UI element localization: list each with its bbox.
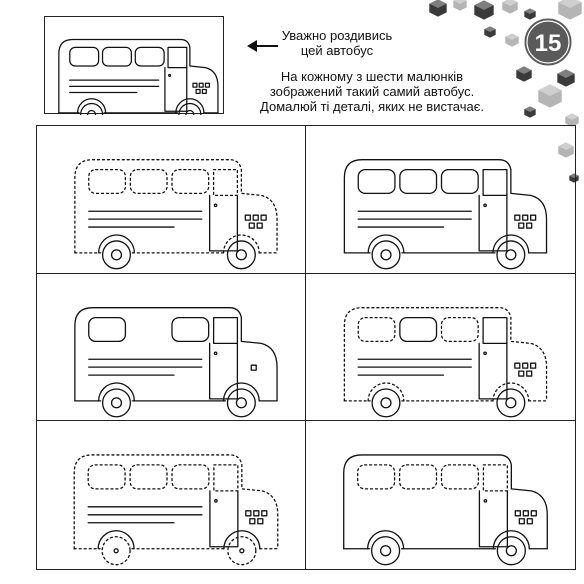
puzzle-grid [36,125,576,570]
puzzle-cell-4 [306,274,575,422]
bus-puzzle-2-icon [343,159,548,270]
task-line-2: зображений такий самий автобус. [269,84,475,99]
hint-line-1: Уважно роздивись [281,28,393,43]
puzzle-cell-3 [37,273,306,422]
task-line-3: Домалюй ті деталі, яких не вистачає. [260,99,484,114]
corner-decoration: 15 [428,0,583,184]
reference-bus-icon [58,38,219,115]
puzzle-cell-1 [37,126,306,274]
bus-puzzle-6-icon [343,454,548,566]
reference-bus-box [44,16,224,115]
hint-line-2: цей автобус [300,43,374,58]
bus-puzzle-5-icon [73,454,279,566]
bus-puzzle-1-icon [74,159,278,270]
arrow-left-icon [247,40,278,52]
puzzle-cell-5 [37,421,306,569]
bus-puzzle-3-icon [74,306,278,418]
hint-text: Уважно роздивись цей автобус [272,28,402,58]
puzzle-cell-6 [306,421,575,569]
page-number-badge [521,15,575,69]
task-instructions: На кожному з шести малюнків зображений т… [236,69,508,114]
task-line-1: На кожному з шести малюнків [280,69,464,84]
page-number: 15 [535,30,562,57]
bus-puzzle-4-icon [343,306,548,418]
gem-cube-icons [428,0,583,184]
puzzle-cell-2 [306,126,575,274]
